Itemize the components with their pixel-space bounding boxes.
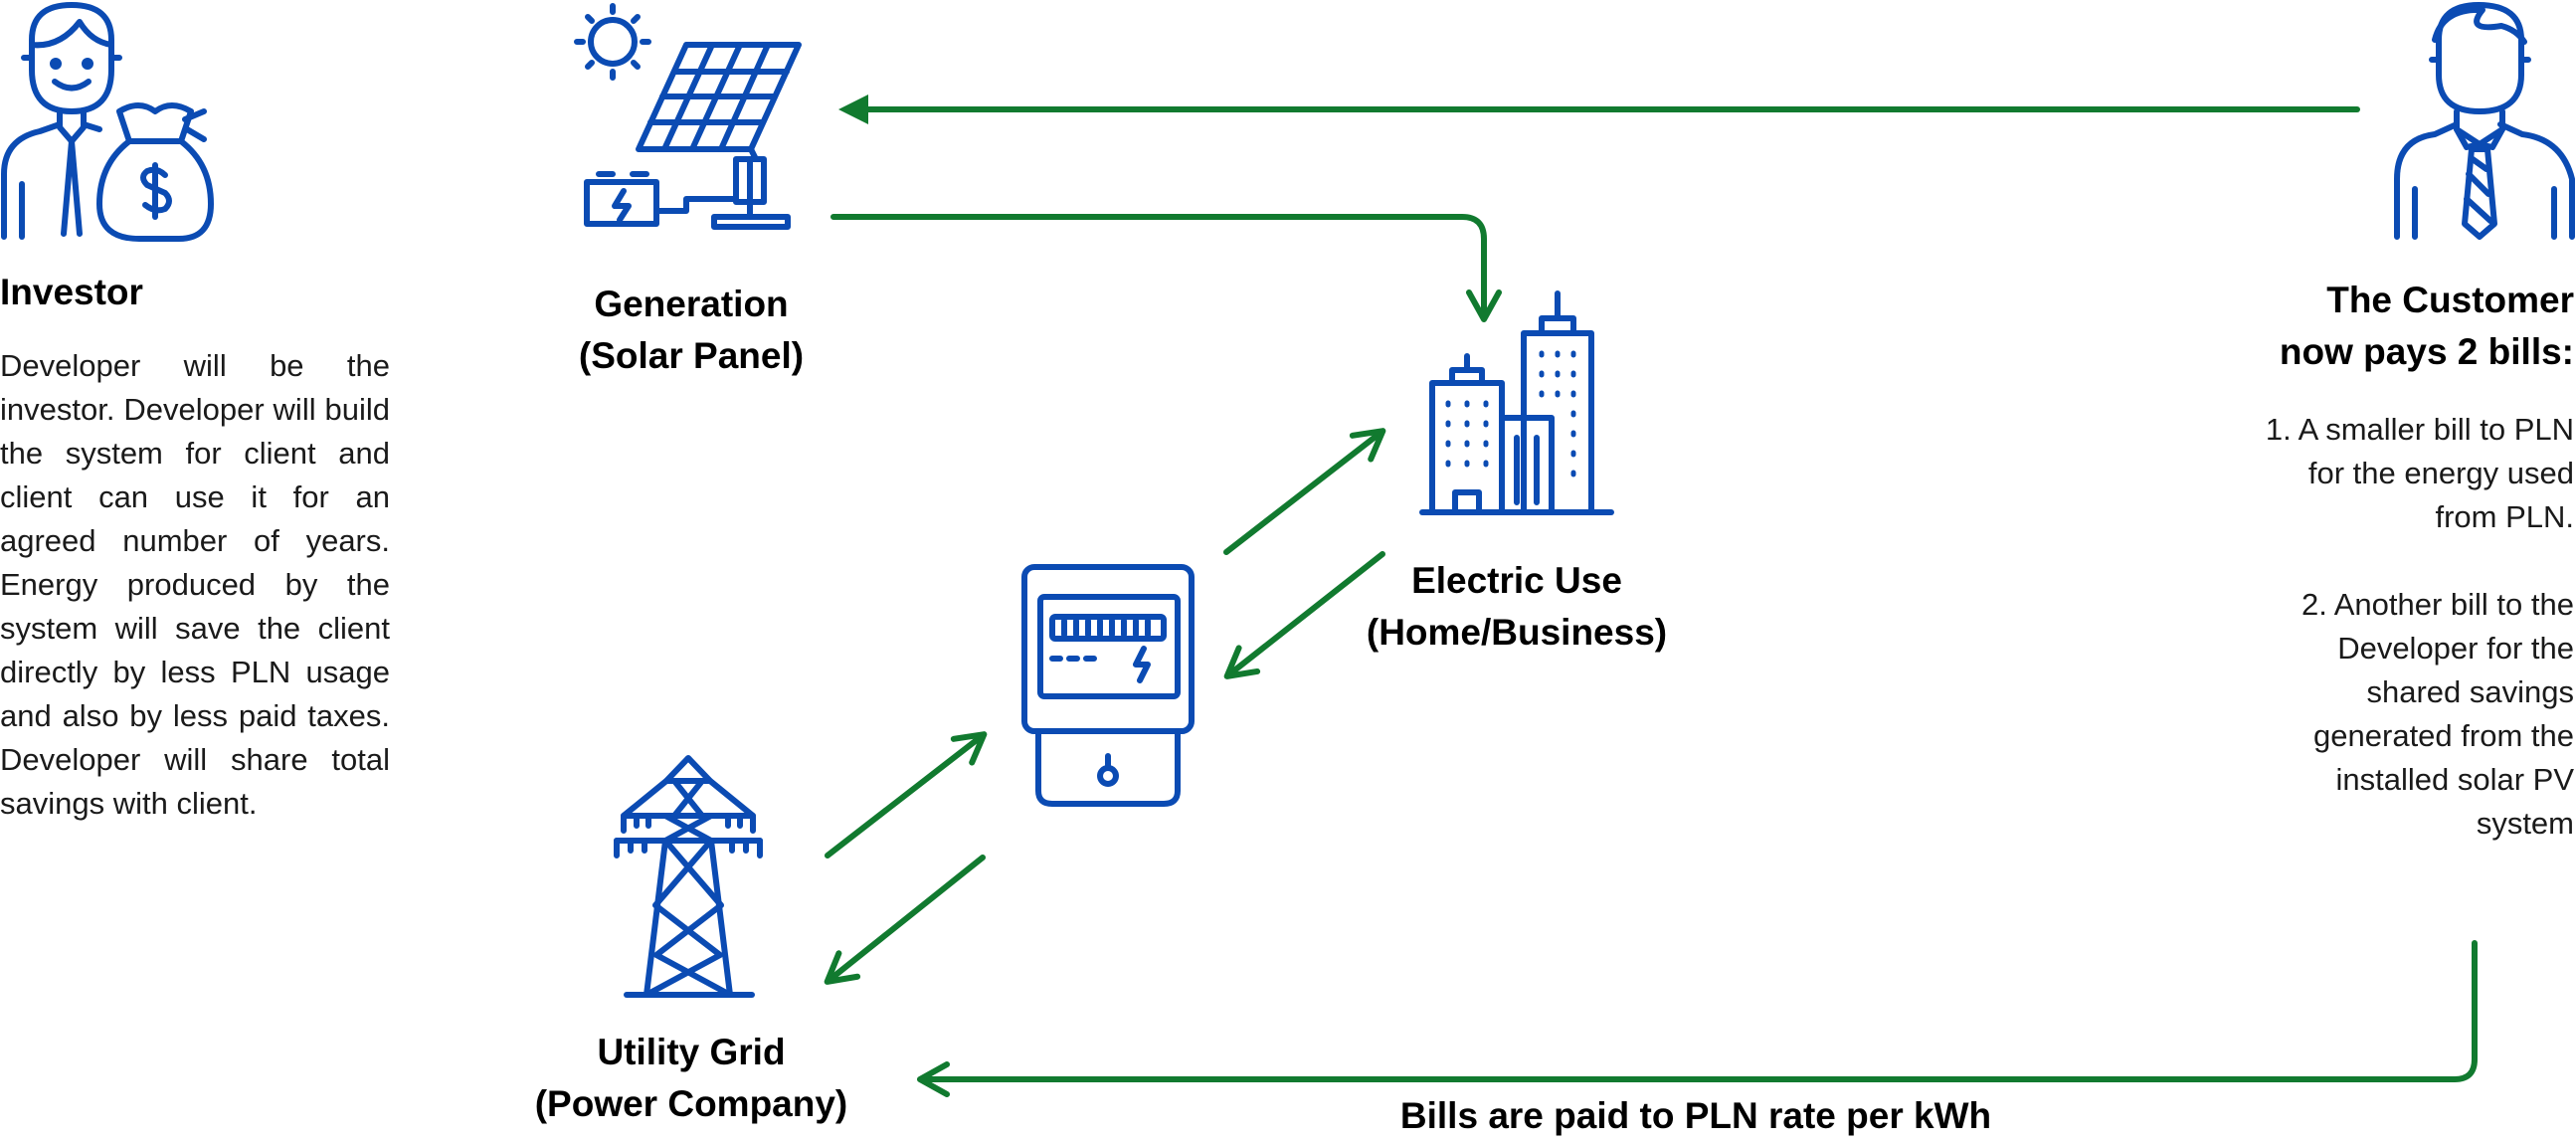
electric-meter-icon: [1021, 564, 1195, 807]
utility-grid-label-line2: (Power Company): [534, 1083, 848, 1124]
customer-title-line2: now pays 2 bills:: [2279, 331, 2574, 372]
electric-use-label-line1: Electric Use: [1411, 560, 1622, 601]
electric-use-label-line2: (Home/Business): [1366, 612, 1668, 653]
bill-1-line: 1. A smaller bill to PLN: [2265, 412, 2574, 447]
bottom-caption: Bills are paid to PLN rate per kWh: [1399, 1095, 1992, 1136]
buildings-icon: [1419, 290, 1614, 515]
customer-title: The Customer now pays 2 bills:: [2168, 275, 2574, 378]
bill-2-line: Developer for the: [2337, 631, 2574, 666]
customer-title-line1: The Customer: [2326, 280, 2574, 320]
businessman-icon: [2394, 2, 2575, 240]
bill-2-line: shared savings: [2366, 674, 2574, 709]
investor-description: Developer will be the investor. Develope…: [0, 348, 390, 821]
utility-grid-label-line1: Utility Grid: [597, 1032, 786, 1072]
customer-bill-1: 1. A smaller bill to PLN for the energy …: [2168, 408, 2574, 539]
bill-2-line: installed solar PV: [2335, 762, 2574, 797]
arrow-customer-to-utility: [917, 940, 2478, 1097]
customer-bill-2: 2. Another bill to the Developer for the…: [2168, 583, 2574, 846]
bill-1-line: for the energy used: [2307, 456, 2574, 490]
investor-money-bag-icon: [1, 2, 214, 242]
bill-2-line: system: [2476, 806, 2574, 841]
bill-1-line: from PLN.: [2435, 499, 2574, 534]
solar-panel-icon: [574, 3, 802, 230]
bill-2-line: 2. Another bill to the: [2300, 587, 2574, 622]
utility-grid-label: Utility Grid (Power Company): [507, 1027, 875, 1130]
flow-arrows: [824, 95, 2478, 1097]
generation-label-line1: Generation: [594, 284, 789, 324]
bill-2-line: generated from the: [2313, 718, 2574, 753]
arrow-meter-to-grid: [824, 855, 986, 985]
electric-use-label: Electric Use (Home/Business): [1333, 555, 1701, 659]
transmission-tower-icon: [614, 755, 763, 998]
arrow-meter-to-electric-use: [1223, 428, 1386, 555]
arrow-electric-use-to-meter: [1223, 551, 1385, 679]
arrow-generation-to-electric-use: [830, 214, 1502, 322]
investor-title: Investor: [0, 272, 143, 312]
arrow-grid-to-meter: [825, 731, 988, 858]
generation-label: Generation (Solar Panel): [527, 279, 855, 382]
generation-label-line2: (Solar Panel): [578, 335, 805, 376]
